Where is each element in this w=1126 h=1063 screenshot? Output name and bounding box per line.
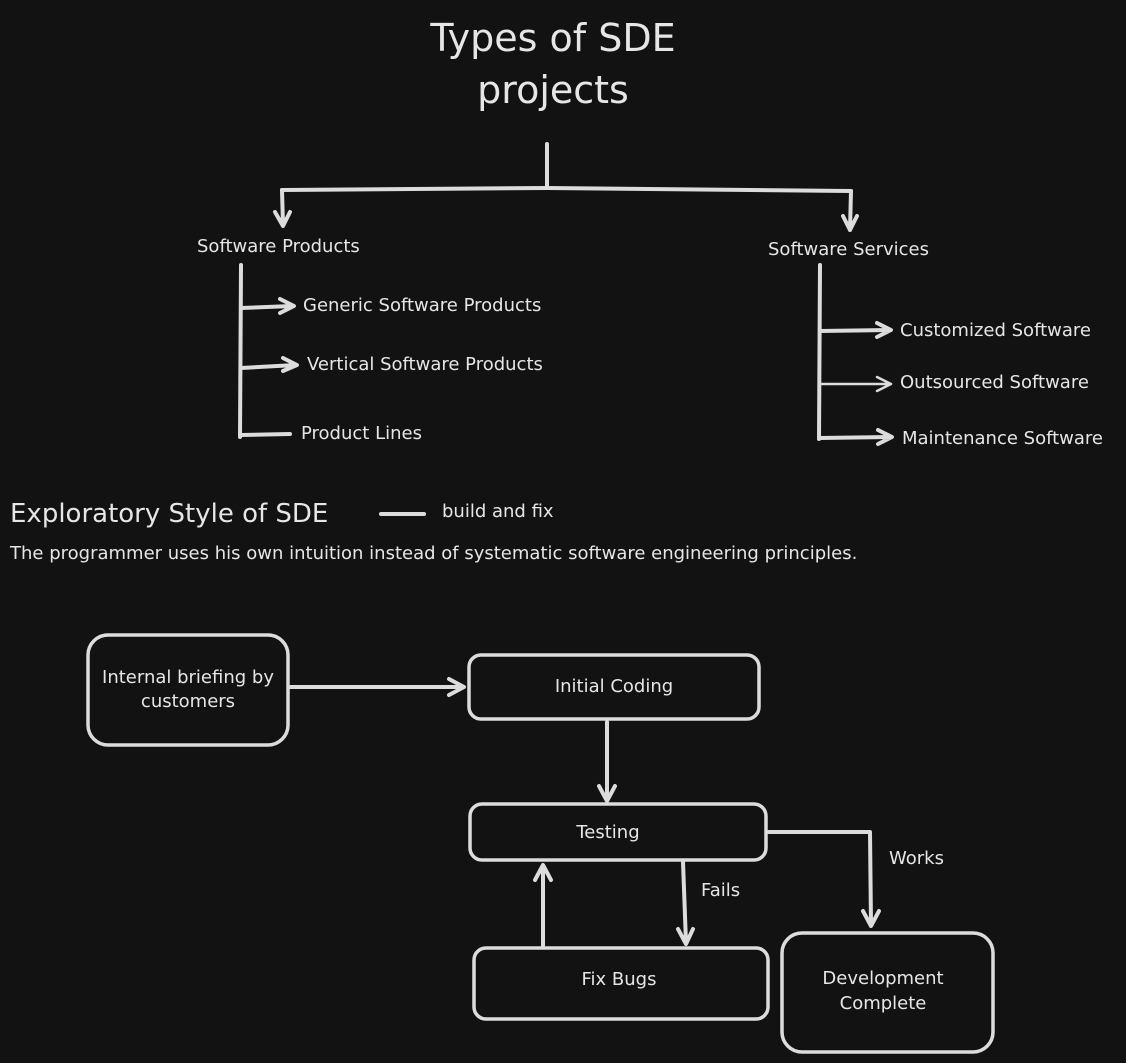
arrow-generic — [239, 297, 296, 315]
complete-box-shape — [780, 931, 995, 1054]
initial-coding-box-shape — [467, 653, 761, 721]
arrow-vertical — [239, 356, 299, 373]
software-services-label: Software Services — [768, 239, 929, 260]
outsourced-software-label: Outsourced Software — [900, 372, 1089, 393]
services-spine — [817, 263, 822, 441]
arrow-briefing-to-coding — [288, 677, 466, 697]
fix-bugs-box: Fix Bugs — [581, 969, 657, 990]
maintenance-software-label: Maintenance Software — [902, 428, 1103, 449]
products-spine — [238, 263, 243, 439]
development-complete-box: Development Complete — [822, 968, 944, 1014]
initial-coding-box: Initial Coding — [554, 676, 674, 697]
services-connectors — [817, 263, 894, 446]
generic-products-label: Generic Software Products — [303, 295, 542, 316]
arrow-to-products — [273, 188, 292, 228]
customized-software-label: Customized Software — [900, 320, 1091, 341]
arrow-to-services — [841, 189, 859, 232]
page-title: Types of SDE projects — [430, 16, 676, 112]
arrow-coding-to-testing — [597, 720, 617, 803]
product-lines-label: Product Lines — [301, 423, 422, 444]
testing-box: Testing — [576, 822, 640, 843]
arrow-outsourced — [818, 375, 893, 393]
fails-edge-label: Fails — [701, 880, 741, 901]
tree-connectors — [273, 142, 859, 232]
works-edge-label: Works — [889, 848, 944, 869]
arrow-testing-to-complete — [766, 830, 881, 928]
arrow-testing-to-fixbugs — [676, 860, 695, 946]
branch-line — [280, 186, 853, 193]
arrow-fixbugs-to-testing — [533, 863, 553, 948]
briefing-box: Internal briefing by customers — [102, 667, 274, 712]
arrow-customized — [818, 321, 893, 339]
fix-bugs-box-shape — [472, 946, 770, 1021]
line-product-lines — [239, 432, 292, 437]
briefing-box-shape — [86, 633, 290, 747]
exploratory-heading: Exploratory Style of SDE — [10, 499, 329, 529]
vertical-products-label: Vertical Software Products — [307, 354, 543, 375]
exploratory-description: The programmer uses his own intuition in… — [10, 543, 858, 564]
products-connectors — [238, 263, 299, 439]
arrow-maintenance — [818, 428, 894, 446]
software-products-label: Software Products — [197, 236, 360, 257]
build-and-fix-label: build and fix — [442, 501, 554, 522]
